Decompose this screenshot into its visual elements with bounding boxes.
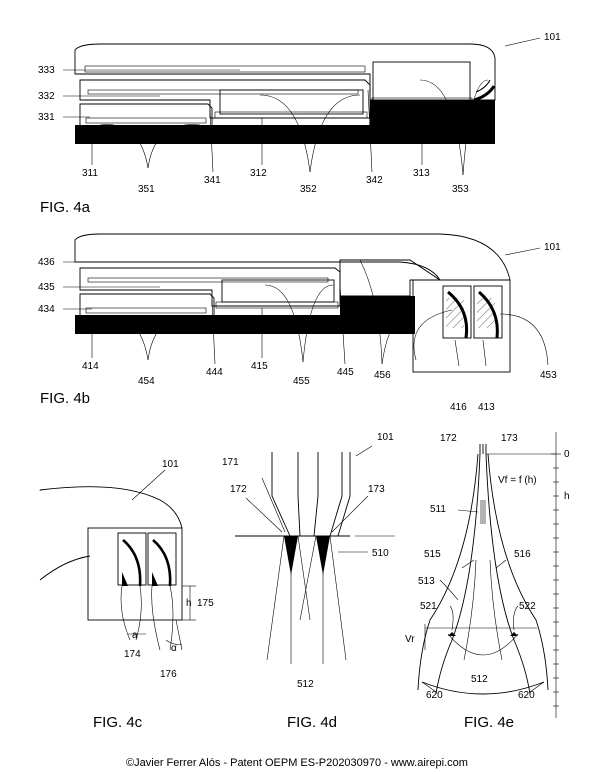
ref-413: 413 xyxy=(478,402,495,413)
ref-454: 454 xyxy=(138,376,155,387)
figure-4b: 101 436 435 434 414 454 444 415 455 445 … xyxy=(38,233,561,413)
ref-513: 513 xyxy=(418,576,435,587)
ref-alpha: α xyxy=(171,643,177,654)
ref-444: 444 xyxy=(206,367,223,378)
figure-label-4b: FIG. 4b xyxy=(40,390,90,407)
ref-174: 174 xyxy=(124,649,141,660)
ref-416: 416 xyxy=(450,402,467,413)
ref-173-4d: 173 xyxy=(368,484,385,495)
ref-620-right: 620 xyxy=(518,690,535,701)
ref-311: 311 xyxy=(82,168,98,179)
ref-453: 453 xyxy=(540,370,557,381)
ref-511: 511 xyxy=(430,504,446,515)
ref-434: 434 xyxy=(38,304,55,315)
figure-label-4e: FIG. 4e xyxy=(464,714,514,731)
ref-435: 435 xyxy=(38,282,55,293)
ref-313: 313 xyxy=(413,168,430,179)
ref-445: 445 xyxy=(337,367,354,378)
ref-332: 332 xyxy=(38,91,55,102)
ref-172-4e: 172 xyxy=(440,433,457,444)
figure-label-4a: FIG. 4a xyxy=(40,199,91,216)
ref-516: 516 xyxy=(514,549,531,560)
ref-522: 522 xyxy=(519,601,536,612)
ref-342: 342 xyxy=(366,175,383,186)
ref-175: 175 xyxy=(197,598,214,609)
ref-415: 415 xyxy=(251,361,268,372)
ref-101-4d: 101 xyxy=(377,432,394,443)
ref-a: a xyxy=(132,630,138,641)
ref-h-4c: h xyxy=(186,598,192,609)
ref-436: 436 xyxy=(38,257,55,268)
ref-172-4d: 172 xyxy=(230,484,247,495)
ref-351: 351 xyxy=(138,184,155,195)
figure-label-4d: FIG. 4d xyxy=(287,714,337,731)
ref-515: 515 xyxy=(424,549,441,560)
ref-vf-formula: Vf = f (h) xyxy=(498,475,537,486)
ref-620-left: 620 xyxy=(426,690,443,701)
ref-510: 510 xyxy=(372,548,389,559)
figure-4e: 172 173 0 Vf = f (h) h 511 515 516 513 5… xyxy=(405,432,570,731)
ref-101-4a: 101 xyxy=(544,32,561,43)
ref-173-4e: 173 xyxy=(501,433,518,444)
ref-312: 312 xyxy=(250,168,267,179)
ref-101-4b: 101 xyxy=(544,242,561,253)
ref-scale-zero: 0 xyxy=(564,449,570,460)
ref-512-4e: 512 xyxy=(471,674,488,685)
ref-353: 353 xyxy=(452,184,469,195)
ref-512-4d: 512 xyxy=(297,679,314,690)
figure-4d: 101 171 172 173 510 512 FIG. 4d xyxy=(222,432,395,731)
ref-456: 456 xyxy=(374,370,391,381)
ref-171: 171 xyxy=(222,457,239,468)
base-layer xyxy=(75,125,495,144)
ref-341: 341 xyxy=(204,175,221,186)
ref-352: 352 xyxy=(300,184,317,195)
ref-521: 521 xyxy=(420,601,437,612)
ref-331: 331 xyxy=(38,112,55,123)
ref-101-4c: 101 xyxy=(162,459,179,470)
ref-414: 414 xyxy=(82,361,99,372)
ref-h-4e: h xyxy=(564,491,570,502)
ref-455: 455 xyxy=(293,376,310,387)
copyright-footer: ©Javier Ferrer Alós - Patent OEPM ES-P20… xyxy=(126,757,468,769)
figure-4c: 101 h 175 a 174 α 176 FIG. 4c xyxy=(39,459,214,731)
ref-176: 176 xyxy=(160,669,177,680)
figure-4a: 101 333 332 331 311 351 341 312 352 342 … xyxy=(38,32,561,216)
figure-label-4c: FIG. 4c xyxy=(93,714,143,731)
ref-vr: Vr xyxy=(405,634,415,645)
ref-333: 333 xyxy=(38,65,55,76)
